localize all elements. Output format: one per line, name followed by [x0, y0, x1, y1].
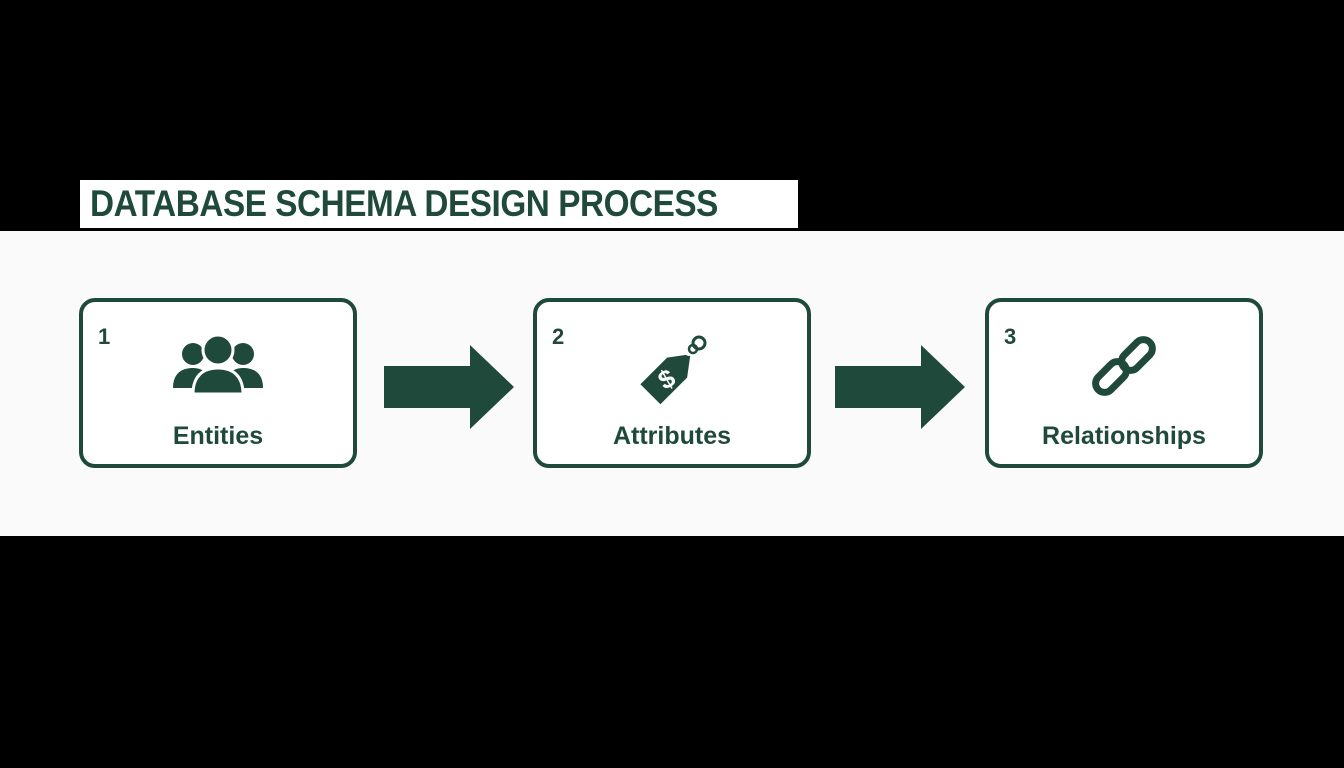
- users-group-icon: [173, 333, 263, 396]
- step-box-relationships: 3 Relationships: [985, 298, 1263, 468]
- chain-link-icon: [1092, 336, 1156, 396]
- step-number: 1: [98, 324, 111, 349]
- step-label: Relationships: [1042, 422, 1206, 450]
- title-box: DATABASE SCHEMA DESIGN PROCESS: [80, 180, 798, 228]
- step-box-entities: 1 Entities: [79, 298, 357, 468]
- step-number: 2: [552, 324, 565, 349]
- step-label: Attributes: [612, 422, 732, 450]
- step-box-attributes: 2 $ Attributes: [533, 298, 811, 468]
- step-label: Entities: [172, 422, 264, 450]
- step-number: 3: [1004, 324, 1017, 349]
- arrow-right-icon: [384, 345, 514, 429]
- price-tag-icon: $: [640, 335, 707, 405]
- arrow-right-icon: [835, 345, 965, 429]
- page-title: DATABASE SCHEMA DESIGN PROCESS: [90, 183, 718, 224]
